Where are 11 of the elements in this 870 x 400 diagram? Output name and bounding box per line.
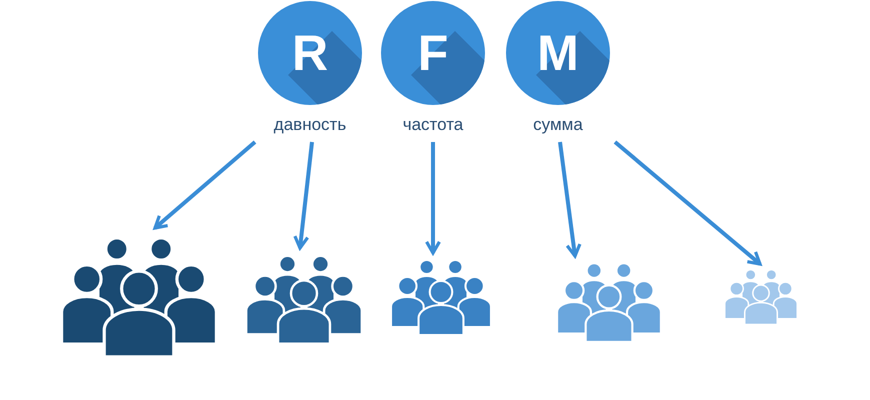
caption-text: сумма	[532, 115, 584, 135]
arrow	[153, 140, 256, 230]
arrow	[425, 142, 441, 255]
caption-text: частота	[402, 115, 464, 135]
arrow	[558, 142, 582, 258]
circle-letter: M	[537, 28, 579, 78]
caption-text: давность	[272, 115, 348, 135]
arrow	[293, 142, 314, 250]
circle-letter: F	[418, 28, 448, 78]
circle-letter: R	[292, 28, 328, 78]
arrow	[614, 140, 762, 266]
